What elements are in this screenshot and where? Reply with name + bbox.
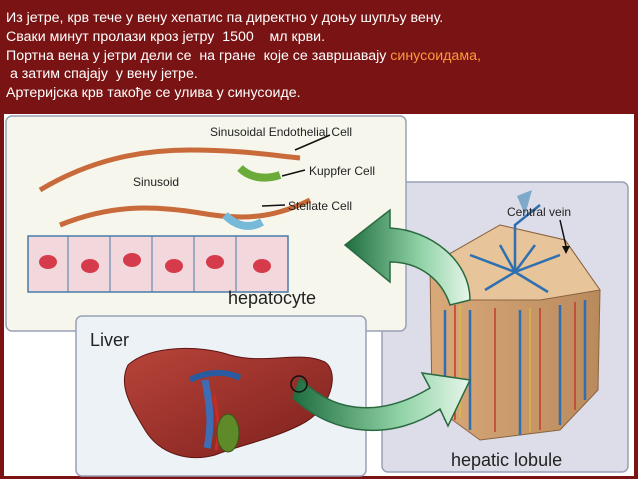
- text-line-3-start: Портна вена у јетри дели се на гране кој…: [6, 47, 391, 64]
- lobule-panel: Central vein hepatic lobule: [381, 181, 629, 473]
- lobule-veins: [443, 204, 587, 435]
- liver-zoom-circle: [290, 375, 308, 393]
- text-line-1: Из јетре, крв тече у вену хепатис па дир…: [6, 10, 444, 26]
- arrow-lobule-to-sinusoid: [343, 208, 471, 306]
- central-vein-tip: [517, 190, 532, 215]
- slide-text: Из јетре, крв тече у вену хепатис па дир…: [6, 9, 632, 103]
- hepatocyte-row: [27, 235, 289, 293]
- gallbladder: [216, 413, 240, 453]
- hepatocyte-label: hepatocyte: [228, 288, 316, 308]
- endothelial-strand-bottom: [59, 197, 312, 228]
- liver-panel: Liver: [75, 315, 367, 477]
- endothelial-cell-label: Sinusoidal Endothelial Cell: [210, 125, 352, 139]
- central-vein-label: Central vein: [507, 205, 571, 219]
- hepatic-veins: [188, 370, 242, 383]
- portal-vein: [201, 379, 214, 449]
- central-vein-pointer: [559, 219, 567, 247]
- text-line-4: а затим спајају у вену јетре.: [6, 66, 198, 83]
- stellate-cell-label: Stellate Cell: [288, 199, 352, 213]
- text-line-5: Артеријска крв такође се улива у синусои…: [6, 85, 301, 102]
- liver-shape: [123, 348, 333, 458]
- sinusoid-panel: Sinusoidal Endothelial Cell Kuppfer Cell…: [5, 115, 407, 332]
- endothelial-strand-top: [38, 147, 301, 193]
- liver-label: Liver: [90, 330, 129, 350]
- text-line-2: Сваки минут пролази кроз јетру 1500 мл к…: [6, 28, 326, 45]
- kupffer-cell: [237, 164, 282, 182]
- sinusoid-highlight: синусоидама,: [390, 47, 481, 64]
- hepatic-artery: [212, 394, 220, 451]
- text-line-3: Портна вена у јетри дели се на гране кој…: [6, 47, 632, 66]
- sinusoid-label: Sinusoid: [133, 175, 179, 189]
- kupffer-cell-label: Kuppfer Cell: [309, 164, 375, 178]
- stellate-cell: [222, 212, 264, 230]
- arrow-liver-to-lobule: [292, 372, 472, 432]
- hepatic-lobule-label: hepatic lobule: [451, 450, 562, 470]
- sinusoid-pointers: [261, 134, 331, 207]
